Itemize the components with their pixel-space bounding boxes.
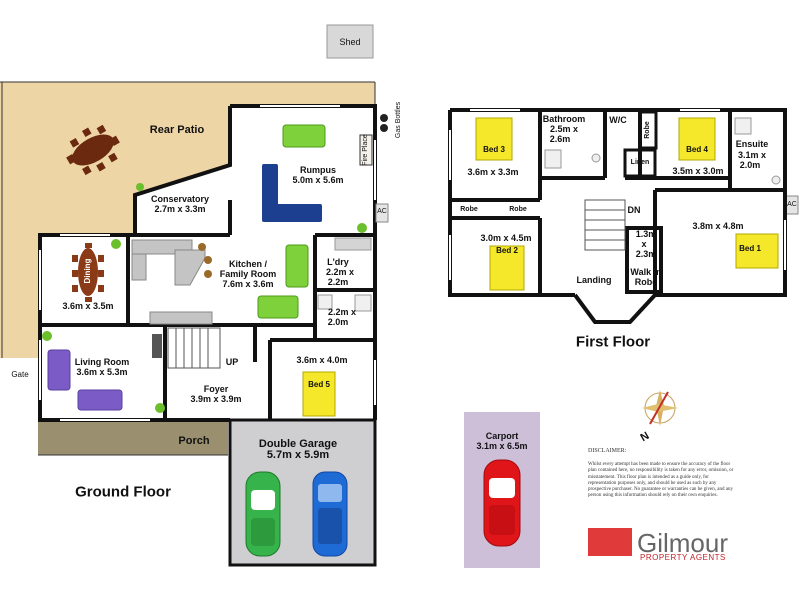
bath-small-size: 2.2m x [327,307,357,317]
disclaimer: DISCLAIMER: Whilst every attempt has bee… [588,448,738,499]
living-size: 3.6m x 5.3m [76,367,128,377]
walkin-size: 1.3m [635,229,657,239]
walkin-name: Walk in [630,267,662,277]
ac-unit [375,203,389,223]
gas-bottles-label: Gas Bottles [395,101,402,139]
first-floor-title: First Floor [575,333,651,351]
walk-in-robe-box [625,226,663,294]
bed-5-bed [302,371,336,417]
bed3-size: 3.6m x 3.3m [467,167,519,177]
bed-1-bed [735,233,779,269]
green-car [245,471,281,557]
ensuite-size2: 2.0m [739,160,761,170]
blue-car [312,471,348,557]
robe-b-label: Robe [509,206,527,213]
rear-patio-label: Rear Patio [149,124,205,136]
gas-bottle [380,124,388,132]
bed4-size: 3.5m x 3.0m [672,166,724,176]
walkin-name2: Robe [634,277,658,287]
bathroom-size2: 2.6m [549,134,571,144]
shed-label: Shed [339,37,361,47]
robe-top-label: Robe [644,121,651,139]
conservatory-name: Conservatory [150,194,210,204]
bed1-size: 3.8m x 4.8m [692,221,744,231]
disclaimer-heading: DISCLAIMER: [588,448,627,454]
laundry-name: L'dry [327,257,349,267]
dn-label: DN [627,205,641,215]
tv-unit [152,334,162,358]
walkin-size2: x [641,239,647,249]
conservatory-size: 2.7m x 3.3m [154,204,206,214]
bathroom-name: Bathroom [542,114,586,124]
rumpus-corner-sofa [262,164,322,222]
bed5-name: Bed 5 [308,380,330,389]
ensuite-size: 3.1m x [737,150,767,160]
bed-4-bed [678,117,716,161]
bed1-name: Bed 1 [739,244,761,253]
bed-3-bed [475,117,513,161]
shed-box [326,24,374,59]
wc-label: W/C [609,115,627,125]
rumpus-sofa [282,124,326,148]
linen-label: Linen [630,159,650,166]
bed-2-bed [489,245,525,291]
linen-box [623,148,657,178]
ff-ac-label: AC [787,201,797,208]
dining-name: Dining [83,258,92,284]
kitchen-bench [131,239,213,325]
bed5-size: 3.6m x 4.0m [296,355,348,365]
kitchen-name: Kitchen / [228,259,268,269]
ground-floor-title: Ground Floor [75,483,171,501]
ground-stairs [167,327,221,369]
rumpus-name: Rumpus [300,165,336,175]
gas-bottle [380,114,388,122]
living-sofa [77,389,123,411]
gate-label: Gate [11,370,29,379]
dining-table [72,243,104,302]
landing-label: Landing [576,275,612,285]
carport-name: Carport [485,431,519,441]
ac-label: AC [377,208,387,215]
foyer-size: 3.9m x 3.9m [190,394,242,404]
red-car [483,459,521,547]
kitchen-size: 7.6m x 3.6m [222,279,274,289]
kitchen-name2: Family Room [219,269,277,279]
porch-label: Porch [178,435,210,447]
compass-rose [642,390,678,426]
robe-a-label: Robe [460,206,478,213]
bed2-name: Bed 2 [496,246,518,255]
foyer-name: Foyer [203,384,229,394]
carport-size: 3.1m x 6.5m [476,441,528,451]
ensuite-name: Ensuite [735,139,769,149]
robe-box [638,110,658,150]
rumpus-size: 5.0m x 5.6m [292,175,344,185]
bath-small-size2: 2.0m [327,317,349,327]
walkin-size3: 2.3m [635,249,657,259]
laundry-size2: 2.2m [327,277,349,287]
living-sofa [47,349,71,391]
garage-size: 5.7m x 5.9m [266,449,330,461]
porch-area [38,420,228,455]
dining-size: 3.6m x 3.5m [62,301,114,311]
bed4-name: Bed 4 [686,145,708,154]
up-label: UP [225,357,239,367]
first-floor-stairs [584,199,626,251]
logo-word: Gilmour [637,528,729,558]
logo-mark [588,528,632,556]
family-sofa [257,295,299,319]
outdoor-dining-table [66,124,120,176]
fire-place-label: Fire Place [362,134,369,166]
logo-subtitle: PROPERTY AGENTS [640,553,726,562]
living-name: Living Room [74,357,130,367]
laundry-size: 2.2m x [325,267,355,277]
bed3-name: Bed 3 [483,145,505,154]
disclaimer-body: Whilst every attempt has been made to en… [588,462,734,499]
family-sofa [285,244,309,288]
bathroom-size: 2.5m x [549,124,579,134]
garage-name: Double Garage [258,438,338,450]
bed2-size: 3.0m x 4.5m [480,233,532,243]
